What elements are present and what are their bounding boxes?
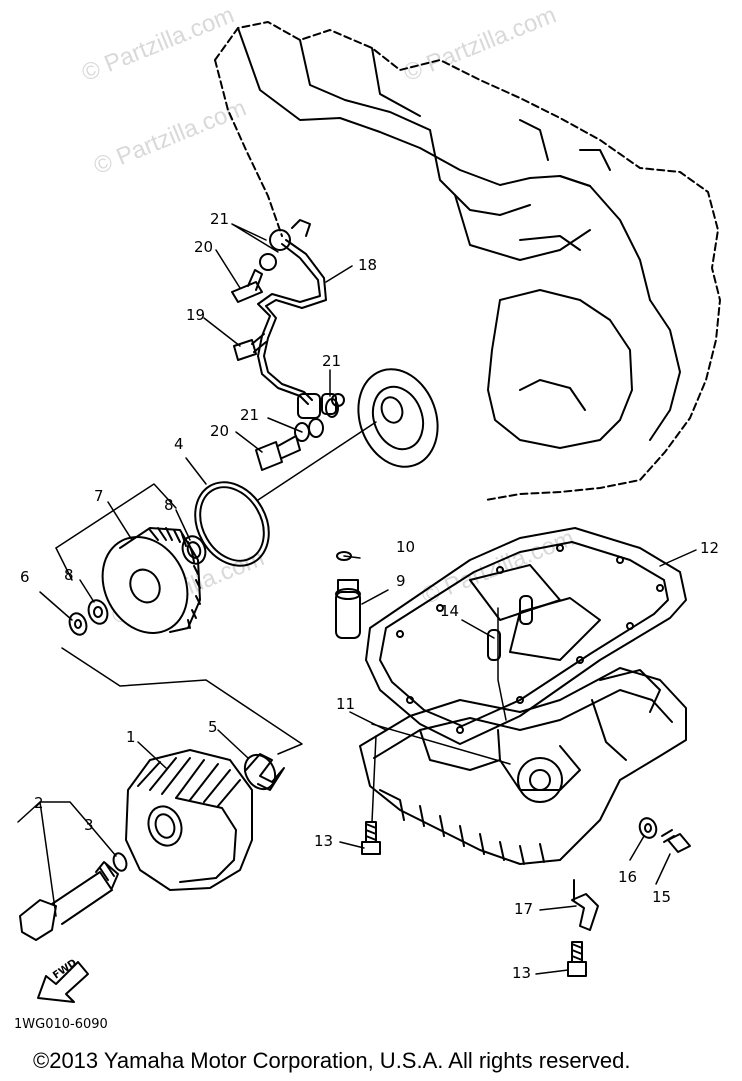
bolt-20-lower (255, 435, 301, 471)
o-ring-3 (112, 852, 128, 872)
copyright-notice: ©2013 Yamaha Motor Corporation, U.S.A. A… (33, 1048, 631, 1073)
washers-21 (294, 398, 339, 442)
spring-5 (243, 753, 285, 791)
oil-filter-7 (101, 527, 201, 634)
callout-18[interactable]: 18 (358, 256, 378, 274)
callout-20-lower[interactable]: 20 (210, 422, 230, 440)
callout-13-upper[interactable]: 13 (314, 832, 334, 850)
callout-2[interactable]: 2 (34, 794, 44, 812)
bracket-17 (571, 879, 599, 931)
callout-6[interactable]: 6 (20, 568, 30, 586)
o-ring-4 (194, 481, 270, 567)
filter-housing-1 (125, 749, 253, 891)
callout-10[interactable]: 10 (396, 538, 416, 556)
callout-21-right[interactable]: 21 (322, 352, 342, 370)
callout-21-lower[interactable]: 21 (240, 406, 260, 424)
callout-3[interactable]: 3 (84, 816, 94, 834)
seal-8-left (87, 599, 109, 625)
oil-pipe-assembly (257, 219, 345, 419)
relief-valve-9 (335, 551, 361, 639)
callout-19[interactable]: 19 (186, 306, 206, 324)
bolt-13-lower (567, 941, 587, 977)
callout-5[interactable]: 5 (208, 718, 218, 736)
callout-8-right[interactable]: 8 (164, 496, 174, 514)
fwd-arrow-icon (37, 961, 89, 1003)
bolt-13-upper (361, 821, 381, 855)
callout-15[interactable]: 15 (652, 888, 672, 906)
bolt-20-upper (231, 269, 263, 303)
callout-21-upper[interactable]: 21 (210, 210, 230, 228)
callout-9[interactable]: 9 (396, 572, 406, 590)
oil-pan-gasket-12 (365, 527, 687, 745)
leader-lines (17, 223, 697, 975)
gasket-16 (638, 817, 658, 839)
callout-11[interactable]: 11 (336, 695, 356, 713)
callout-4[interactable]: 4 (174, 435, 184, 453)
callout-12[interactable]: 12 (700, 539, 720, 557)
oil-pan-11 (359, 667, 687, 865)
callout-13-lower[interactable]: 13 (512, 964, 532, 982)
callout-1[interactable]: 1 (126, 728, 136, 746)
crankcase-outline (214, 21, 721, 501)
union-bolt-2 (19, 861, 119, 941)
callout-20-upper[interactable]: 20 (194, 238, 214, 256)
cooler-mount-boss (357, 368, 439, 468)
callout-17[interactable]: 17 (514, 900, 534, 918)
bolt-19 (233, 333, 267, 361)
washer-6 (68, 612, 88, 636)
callout-16[interactable]: 16 (618, 868, 638, 886)
dowel-pins-14 (487, 595, 533, 661)
diagram-code: 1WG010-6090 (14, 1017, 108, 1032)
callout-14[interactable]: 14 (440, 602, 460, 620)
callout-7[interactable]: 7 (94, 487, 104, 505)
callout-8-left[interactable]: 8 (64, 566, 74, 584)
drain-bolt-15 (661, 829, 691, 853)
